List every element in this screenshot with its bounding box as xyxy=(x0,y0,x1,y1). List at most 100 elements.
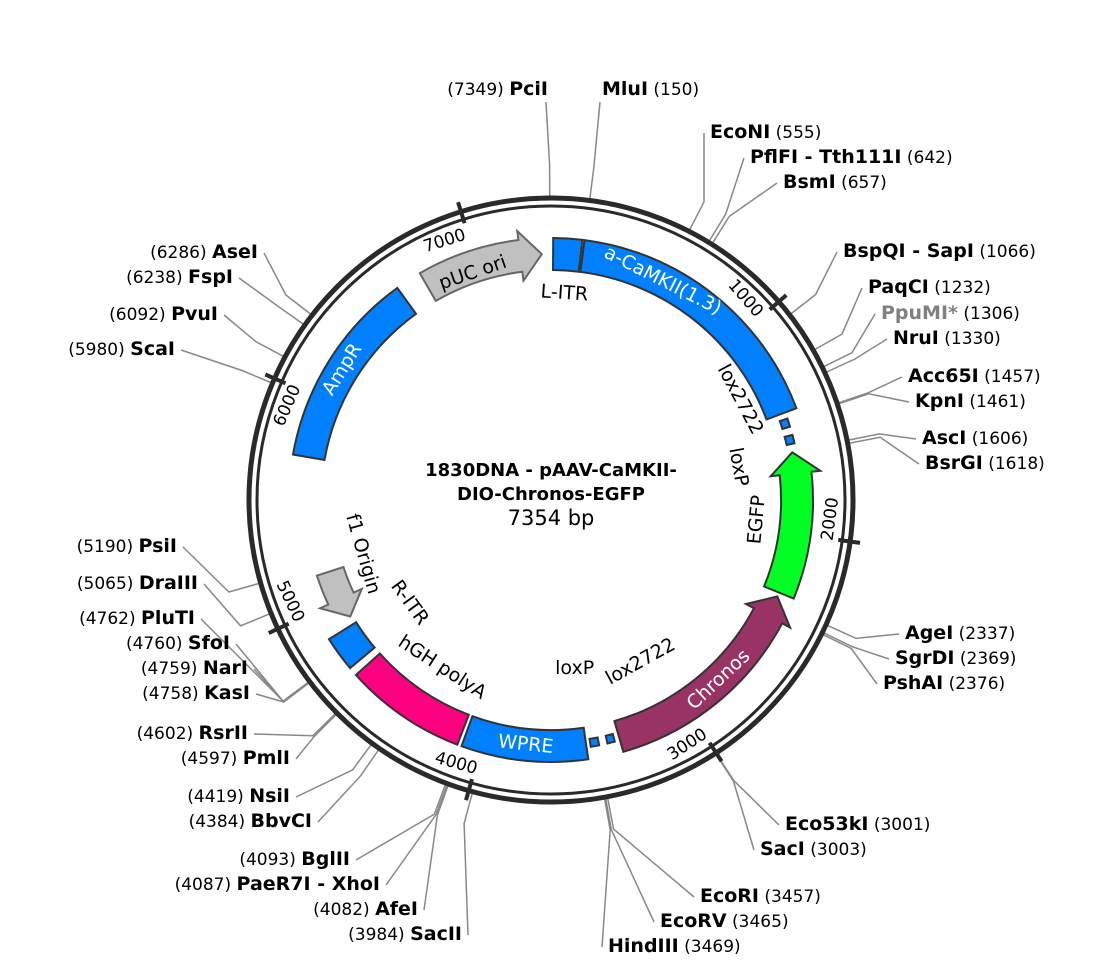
site-position: (3984) xyxy=(348,925,405,945)
restriction-site[interactable]: PflFI - Tth111I (642) xyxy=(750,146,953,168)
site-position: (3457) xyxy=(764,887,821,907)
restriction-site[interactable]: Eco53kI (3001) xyxy=(785,813,930,835)
restriction-site[interactable]: EcoRI (3457) xyxy=(700,885,821,907)
site-position: (3003) xyxy=(810,840,867,860)
site-line xyxy=(385,785,448,886)
site-line xyxy=(848,433,917,441)
tick-mark xyxy=(768,293,788,312)
site-name: ScaI xyxy=(130,338,175,360)
restriction-site[interactable]: (4758) KasI xyxy=(142,682,250,704)
feature-loxp[interactable] xyxy=(588,736,601,748)
restriction-site[interactable]: (4602) RsrII xyxy=(137,722,248,744)
restriction-site[interactable]: (4597) PmlI xyxy=(181,747,290,769)
site-name: NarI xyxy=(203,657,248,679)
restriction-site[interactable]: BsrGI (1618) xyxy=(925,452,1045,474)
restriction-site[interactable]: EcoNI (555) xyxy=(710,121,821,143)
site-line xyxy=(839,393,910,405)
restriction-site[interactable]: (4384) BbvCI xyxy=(189,810,312,832)
site-name: NruI xyxy=(893,327,939,349)
restriction-site[interactable]: (4093) BglII xyxy=(239,848,350,870)
feature-label-r-itr: R-ITR xyxy=(386,576,433,629)
site-line xyxy=(790,251,838,315)
plasmid-length: 7354 bp xyxy=(508,506,595,530)
site-position: (1066) xyxy=(979,242,1036,262)
feature-l-itr[interactable] xyxy=(551,236,584,273)
restriction-site[interactable]: MluI (150) xyxy=(602,78,699,100)
feature-r-itr[interactable] xyxy=(327,620,377,670)
site-name: AseI xyxy=(212,241,258,263)
restriction-site[interactable]: (4419) NsiI xyxy=(187,785,290,807)
site-name: AgeI xyxy=(905,622,953,644)
restriction-site[interactable]: (4082) AfeI xyxy=(313,898,418,920)
site-line xyxy=(545,101,551,197)
restriction-site[interactable]: NruI (1330) xyxy=(893,327,1001,349)
site-position: (1457) xyxy=(984,367,1041,387)
restriction-site[interactable]: AgeI (2337) xyxy=(905,622,1015,644)
restriction-site[interactable]: PshAI (2376) xyxy=(883,672,1005,694)
site-position: (2369) xyxy=(960,649,1017,669)
tick-label: 4000 xyxy=(433,748,480,779)
restriction-site[interactable]: (6092) PvuI xyxy=(109,303,218,325)
site-position: (6238) xyxy=(126,268,183,288)
feature-puc-ori[interactable] xyxy=(418,228,544,303)
restriction-site[interactable]: AscI (1606) xyxy=(922,427,1028,449)
site-position: (1606) xyxy=(972,429,1029,449)
site-position: (4759) xyxy=(141,659,198,679)
site-line xyxy=(589,101,601,199)
feature-hgh-polya[interactable] xyxy=(354,652,471,746)
restriction-site[interactable]: (6286) AseI xyxy=(150,241,258,263)
tick-label: 5000 xyxy=(272,578,309,626)
site-position: (2376) xyxy=(949,674,1006,694)
restriction-site[interactable]: (7349) PciI xyxy=(447,78,548,100)
feature-label-loxp: loxP xyxy=(555,657,594,679)
site-line xyxy=(715,754,755,851)
site-line xyxy=(826,338,888,373)
restriction-site[interactable]: (6238) FspI xyxy=(126,266,233,288)
site-position: (1306) xyxy=(963,304,1020,324)
feature-wpre[interactable] xyxy=(460,714,590,763)
feature-ampr[interactable] xyxy=(291,286,418,462)
restriction-site[interactable]: (5190) PsiI xyxy=(77,535,177,557)
tick-mark xyxy=(837,537,861,545)
restriction-site[interactable]: (3984) SacII xyxy=(348,923,462,945)
restriction-site[interactable]: (5980) ScaI xyxy=(68,338,175,360)
restriction-site[interactable]: BsmI (657) xyxy=(783,171,887,193)
feature-lox2722[interactable] xyxy=(604,732,617,745)
feature-a-camkii-1-3[interactable] xyxy=(579,238,798,421)
site-name: MluI xyxy=(602,78,648,100)
site-position: (657) xyxy=(841,173,887,193)
site-line xyxy=(823,313,876,368)
restriction-site[interactable]: Acc65I (1457) xyxy=(908,365,1041,387)
restriction-site[interactable]: (4759) NarI xyxy=(141,657,248,679)
restriction-site[interactable]: KpnI (1461) xyxy=(915,390,1026,412)
restriction-site[interactable]: SgrDI (2369) xyxy=(895,647,1016,669)
feature-egfp[interactable] xyxy=(762,450,824,600)
site-line xyxy=(827,624,900,640)
site-line xyxy=(180,349,271,384)
feature-lox2722[interactable] xyxy=(778,417,792,431)
feature-f1-origin[interactable] xyxy=(315,565,364,618)
site-line xyxy=(317,749,379,823)
restriction-site[interactable]: HindIII (3469) xyxy=(608,935,741,957)
restriction-site[interactable]: (4760) SfoI xyxy=(126,632,230,654)
site-line xyxy=(607,798,695,898)
restriction-site[interactable]: (4762) PluTI xyxy=(79,607,195,629)
site-lines xyxy=(180,101,920,948)
feature-chronos[interactable] xyxy=(613,595,793,754)
site-line xyxy=(203,583,270,627)
site-name: DraIII xyxy=(139,572,198,594)
site-position: (5980) xyxy=(68,340,125,360)
restriction-site[interactable]: (4087) PaeR7I - XhoI xyxy=(175,873,380,895)
site-name: FspI xyxy=(188,266,233,288)
restriction-site[interactable]: BspQI - SapI (1066) xyxy=(843,240,1036,262)
restriction-site[interactable]: EcoRV (3465) xyxy=(660,910,789,932)
restriction-site[interactable]: SacI (3003) xyxy=(760,838,867,860)
restriction-site[interactable]: (5065) DraIII xyxy=(77,572,198,594)
feature-loxp[interactable] xyxy=(783,433,796,447)
site-name: PsiI xyxy=(139,535,177,557)
site-name: SgrDI xyxy=(895,647,955,669)
site-line xyxy=(253,668,309,703)
restriction-site[interactable]: PpuMI* (1306) xyxy=(881,302,1020,324)
site-position: (4093) xyxy=(239,850,296,870)
restriction-site[interactable]: PaqCI (1232) xyxy=(868,276,991,298)
